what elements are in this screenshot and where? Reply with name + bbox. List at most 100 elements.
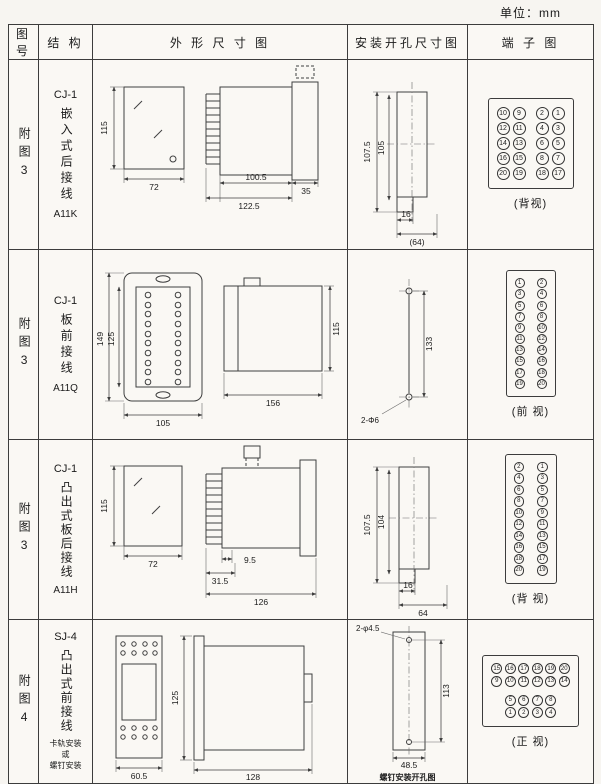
terminal-circle: 13 <box>545 675 557 687</box>
outline-drawing-a11k: 115 72 100.5 35 <box>99 65 318 211</box>
terminal-circle: 14 <box>536 345 547 356</box>
dim-mount-b1: 16 <box>403 580 413 590</box>
header-row: 图号 结 构 外 形 尺 寸 图 安装开孔尺寸图 端 子 图 <box>8 24 594 60</box>
mount-drawing-a11h: 107.5 104 16 64 <box>362 456 447 618</box>
terminal-view-label: (前 视) <box>511 406 550 419</box>
col-header-outline: 外 形 尺 寸 图 <box>92 24 348 60</box>
terminal-circle: 9 <box>514 322 525 333</box>
dim-front-width: 105 <box>155 418 169 428</box>
col-header-fig-no: 图号 <box>8 24 39 60</box>
structure-cell: CJ-1 凸出式板后接线 A11H <box>38 439 93 620</box>
terminal-circle: 12 <box>536 334 547 345</box>
terminal-row: 13 14 <box>514 345 547 356</box>
structure-desc: 凸出式前接线 <box>59 649 74 734</box>
dim-mount-b1: 16 <box>401 209 411 219</box>
terminal-circle: 19 <box>514 378 525 389</box>
terminal-circle: 1 <box>537 461 548 472</box>
terminal-circle: 16 <box>496 152 510 165</box>
terminal-circle: 7 <box>537 496 548 507</box>
terminal-circle: 18 <box>513 553 524 564</box>
mount-cell: 2-φ4.5 113 48.5 螺钉安装开孔图 <box>347 619 468 784</box>
terminal-circle: 9 <box>537 507 548 518</box>
terminal-circle: 15 <box>491 663 503 674</box>
terminal-circle: 17 <box>551 167 565 180</box>
model-label: CJ-1 <box>53 295 78 307</box>
terminal-row: 10 9 <box>513 507 548 518</box>
unit-note: 单位：mm <box>500 6 561 20</box>
terminal-circle: 16 <box>504 663 516 674</box>
model-label: CJ-1 <box>53 463 78 475</box>
terminal-circle: 7 <box>514 311 525 322</box>
terminal-circle: 6 <box>513 484 524 495</box>
outline-cell: 115 72 100.5 35 <box>92 59 348 250</box>
terminal-circle: 11 <box>537 519 548 530</box>
fig-no-cell: 附图4 <box>8 619 39 784</box>
terminal-circle: 4 <box>535 122 549 135</box>
terminal-circle: 12 <box>513 519 524 530</box>
structure-cell: SJ-4 凸出式前接线 卡轨安装 或 螺钉安装 <box>38 619 93 784</box>
model-label: CJ-1 <box>53 89 78 101</box>
fig-no-text: 附图4 <box>17 673 32 730</box>
terminal-circle: 11 <box>512 122 526 135</box>
dim-depth: 128 <box>245 772 259 782</box>
side-view <box>223 277 322 371</box>
front-view <box>123 465 182 546</box>
terminal-circle: 14 <box>513 530 524 541</box>
terminal-circle: 2 <box>536 278 547 289</box>
terminal-circle: 5 <box>504 694 516 706</box>
terminal-circle: 13 <box>537 530 548 541</box>
terminal-circle: 2 <box>518 707 530 718</box>
terminal-circle: 20 <box>513 565 524 576</box>
dim-mount-v2: 104 <box>376 514 386 528</box>
wiring-code: A11H <box>53 585 78 596</box>
dim-inner-height: 125 <box>106 331 116 345</box>
dim-front-height: 115 <box>99 120 109 134</box>
terminal-circle: 10 <box>496 107 510 120</box>
terminal-circle: 1 <box>514 278 525 289</box>
dim-outer-height: 149 <box>95 331 105 345</box>
spec-row-3: 附图3 CJ-1 凸出式板后接线 A11H 115 72 <box>8 439 594 620</box>
outline-cell: 115 72 9.5 <box>92 439 348 620</box>
outline-cell: 149 125 105 156 115 <box>92 249 348 440</box>
terminal-circle: 1 <box>504 707 516 718</box>
terminal-circle: 17 <box>514 367 525 378</box>
terminal-circle: 3 <box>514 289 525 300</box>
mount-drawing-a11k: 107.5 105 16 (64) <box>362 81 437 247</box>
terminal-circle: 10 <box>513 507 524 518</box>
fig-no-text: 附图3 <box>17 316 32 373</box>
structure-cell: CJ-1 板前接线 A11Q <box>38 249 93 440</box>
terminal-circle: 3 <box>537 473 548 484</box>
mount-cell: 107.5 105 16 (64) <box>347 59 468 250</box>
terminal-circle: 16 <box>536 356 547 367</box>
col-header-structure: 结 构 <box>38 24 93 60</box>
dim-depth: 126 <box>253 597 267 607</box>
dim-mount-v1: 107.5 <box>362 514 372 536</box>
terminal-circle: 10 <box>536 322 547 333</box>
terminal-circle: 13 <box>514 345 525 356</box>
dim-mount-v1: 107.5 <box>362 141 372 163</box>
mount-cell: 133 2-Φ6 <box>347 249 468 440</box>
terminal-row: 12 11 <box>513 519 548 530</box>
terminal-circle: 6 <box>518 694 530 706</box>
dim-hole-width: 48.5 <box>400 760 417 770</box>
terminal-view-label: (正 视) <box>511 735 550 748</box>
dim-flange: 35 <box>301 186 311 196</box>
terminal-row: 9 10 <box>514 322 547 333</box>
side-view <box>205 65 318 180</box>
dim-front-width: 72 <box>148 559 158 569</box>
fig-no-cell: 附图3 <box>8 249 39 440</box>
